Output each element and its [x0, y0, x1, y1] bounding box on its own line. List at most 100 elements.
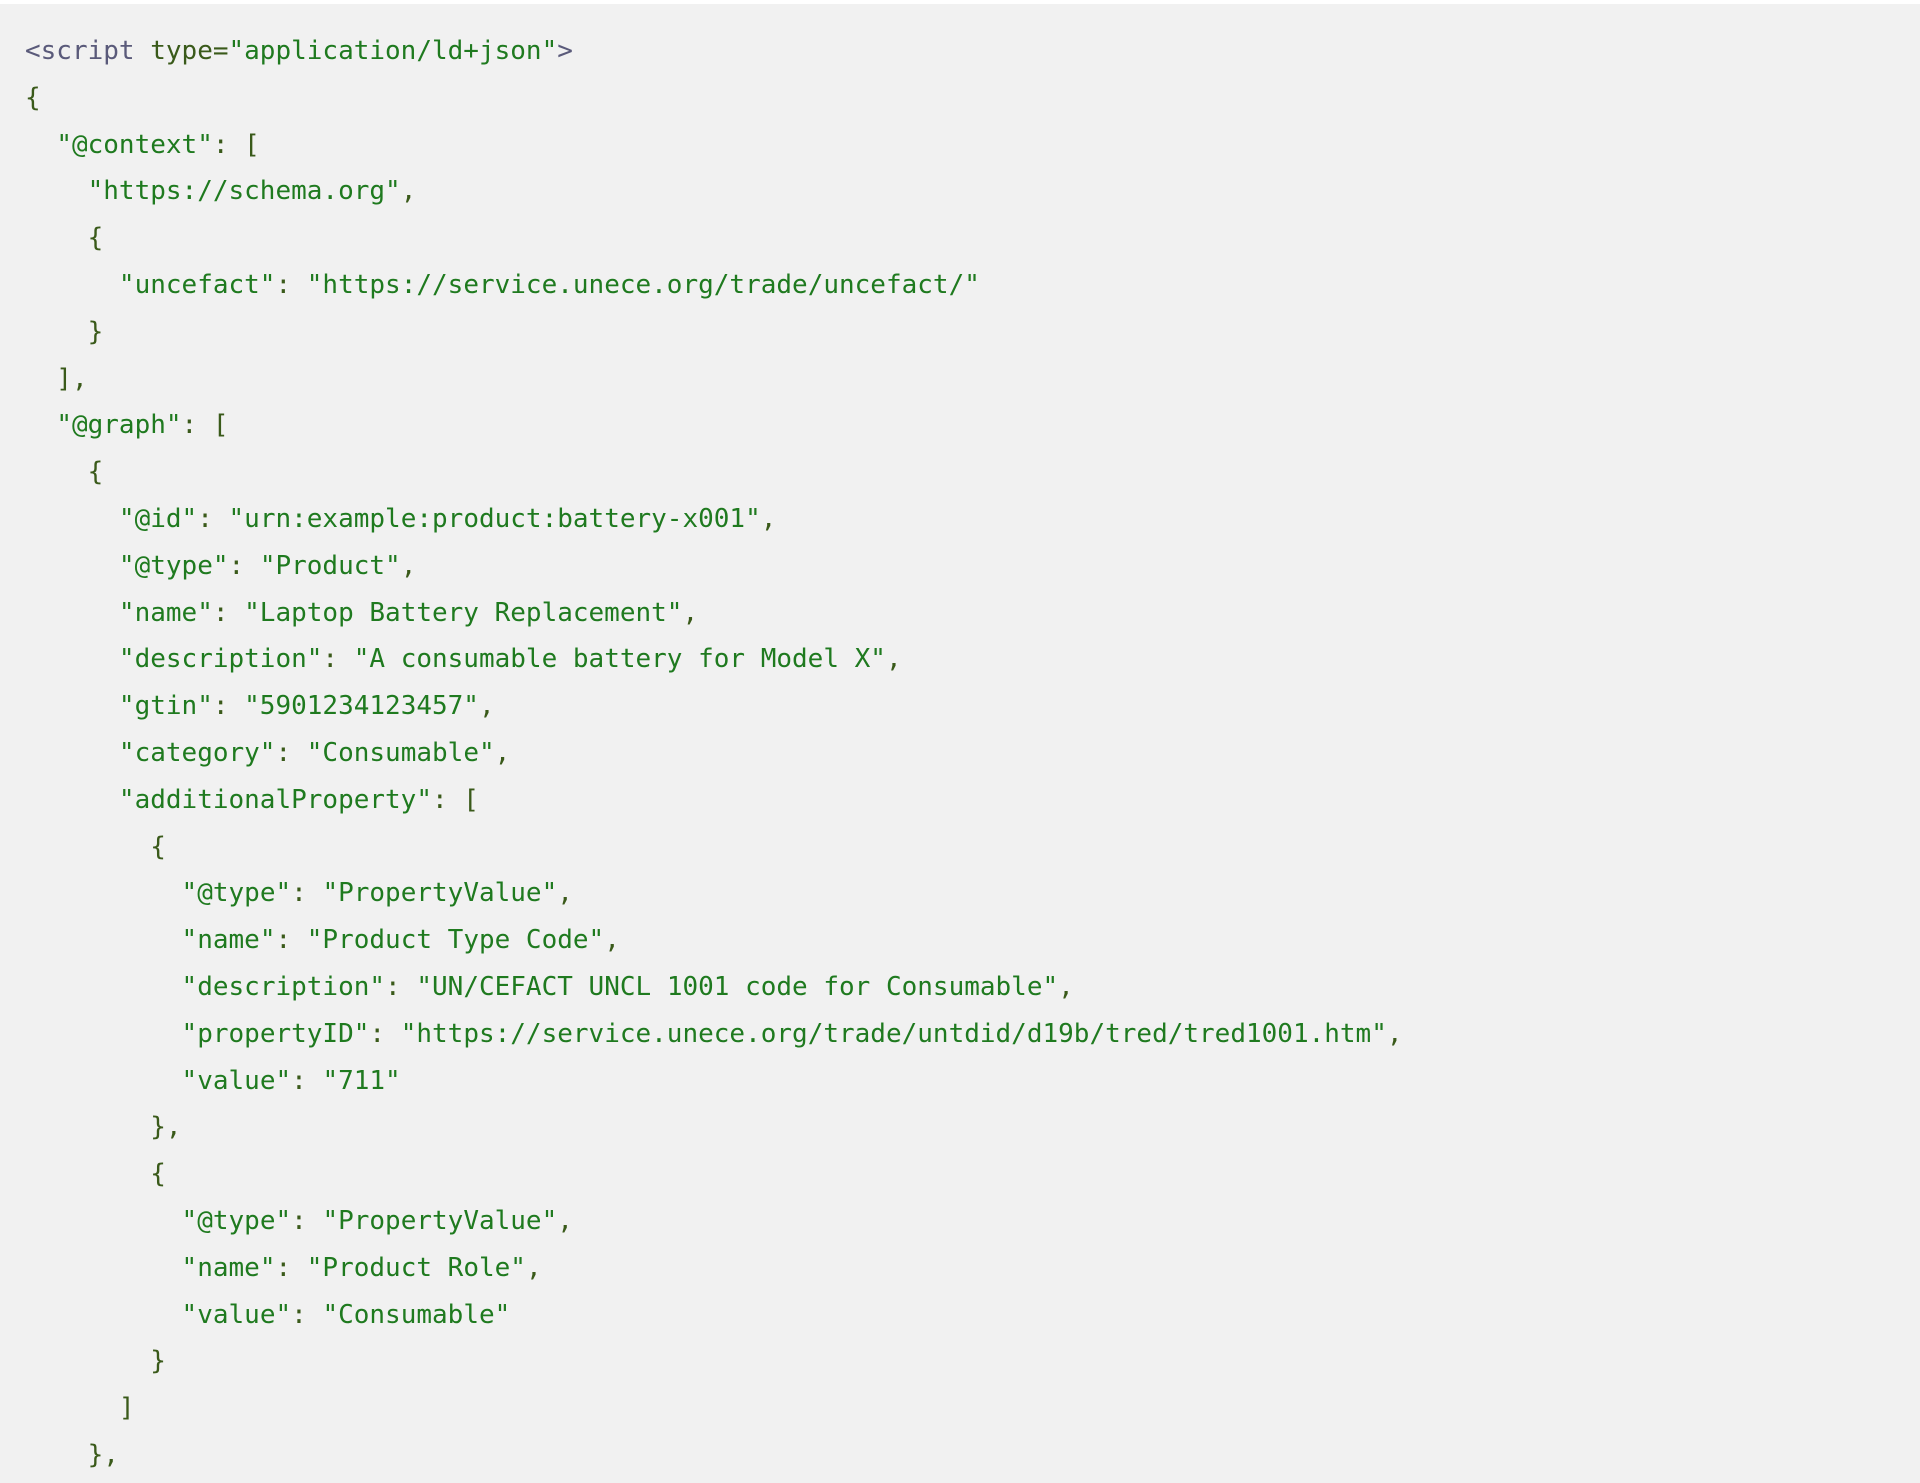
code-token-key: "name": [181, 1252, 276, 1283]
code-token-punc: [25, 972, 182, 1002]
code-token-punc: ,: [400, 176, 417, 207]
code-token-attr: type=: [134, 36, 229, 66]
code-token-tag: <script: [25, 36, 135, 66]
code-line: "@type": "Product",: [25, 543, 1920, 590]
code-line: "@context": [: [25, 122, 1920, 169]
code-token-str: "application/ld+json": [228, 36, 558, 66]
code-token-punc: :: [212, 597, 245, 628]
code-token-punc: :: [275, 269, 307, 300]
code-token-punc: {: [25, 831, 166, 862]
code-line: {: [25, 75, 1920, 122]
code-token-punc: :: [322, 644, 354, 675]
code-token-punc: ,: [885, 644, 902, 675]
code-token-punc: :: [275, 737, 307, 768]
code-token-punc: :: [275, 1252, 307, 1283]
code-line: {: [25, 215, 1920, 262]
code-token-punc: :: [369, 1018, 401, 1049]
code-token-punc: ,: [478, 691, 495, 722]
code-line: "value": "711": [25, 1058, 1920, 1105]
code-line: },: [25, 1432, 1920, 1479]
code-line: {: [25, 449, 1920, 496]
code-line: "uncefact": "https://service.unece.org/t…: [25, 262, 1920, 309]
code-token-str: "5901234123457": [244, 691, 479, 722]
code-token-punc: }: [25, 1346, 166, 1377]
code-line: {: [25, 1479, 1920, 1483]
code-token-punc: ,: [760, 503, 777, 534]
code-line: "@id": "urn:example:product:battery-x001…: [25, 496, 1920, 543]
code-line: }: [25, 309, 1920, 356]
code-token-punc: {: [25, 82, 41, 113]
code-token-punc: [25, 1019, 182, 1049]
code-token-punc: {: [25, 457, 104, 488]
code-token-key: "@type": [181, 1205, 292, 1236]
code-line: },: [25, 1104, 1920, 1151]
code-token-punc: :: [212, 691, 245, 722]
code-token-str: "urn:example:product:battery-x001": [228, 503, 761, 534]
code-token-punc: :: [385, 971, 417, 1002]
code-block: <script type="application/ld+json"> { "@c…: [0, 4, 1920, 1483]
code-token-punc: [25, 1066, 182, 1096]
code-token-punc: },: [25, 1112, 182, 1143]
code-token-punc: {: [25, 1159, 166, 1190]
code-token-punc: ,: [682, 597, 699, 628]
code-token-punc: :: [228, 550, 260, 581]
code-line: "propertyID": "https://service.unece.org…: [25, 1011, 1920, 1058]
code-token-tag: >: [557, 36, 573, 66]
code-line: ],: [25, 356, 1920, 403]
code-token-punc: :: [275, 925, 307, 956]
code-token-str: "A consumable battery for Model X": [353, 644, 886, 675]
code-line: "gtin": "5901234123457",: [25, 683, 1920, 730]
code-token-str: "https://service.unece.org/trade/untdid/…: [400, 1018, 1387, 1049]
code-token-punc: [25, 504, 119, 534]
code-token-str: "711": [322, 1065, 401, 1096]
code-token-punc: [25, 551, 119, 581]
code-token-punc: : [: [212, 129, 260, 160]
code-token-key: "value": [181, 1065, 292, 1096]
code-token-punc: :: [291, 878, 323, 909]
code-listing: <script type="application/ld+json"> { "@c…: [25, 28, 1920, 1483]
code-token-punc: [25, 130, 56, 160]
code-token-key: "description": [181, 971, 386, 1002]
code-token-key: "additionalProperty": [118, 784, 432, 815]
code-token-punc: },: [25, 1439, 119, 1470]
code-token-punc: :: [291, 1205, 323, 1236]
code-token-punc: [25, 176, 88, 206]
code-token-key: "gtin": [118, 691, 213, 722]
code-line: "description": "A consumable battery for…: [25, 636, 1920, 683]
code-token-punc: ,: [604, 925, 620, 956]
code-token-punc: ,: [494, 737, 511, 768]
code-token-str: "PropertyValue": [322, 1205, 558, 1236]
code-token-punc: [25, 925, 182, 955]
code-token-punc: ,: [1058, 971, 1074, 1002]
code-token-str: "Consumable": [322, 1299, 511, 1330]
code-token-str: "Product": [259, 550, 401, 581]
code-token-punc: [25, 878, 182, 908]
code-line: ]: [25, 1385, 1920, 1432]
code-token-punc: }: [25, 316, 104, 347]
code-token-punc: [25, 1206, 182, 1236]
code-token-key: "@graph": [56, 410, 182, 441]
code-token-punc: : [: [432, 784, 479, 815]
code-line: "name": "Product Type Code",: [25, 917, 1920, 964]
code-token-punc: [25, 738, 119, 768]
code-token-punc: [25, 691, 119, 721]
code-line: {: [25, 1151, 1920, 1198]
code-line: "@type": "PropertyValue",: [25, 1198, 1920, 1245]
code-token-punc: :: [291, 1065, 323, 1096]
code-token-punc: [25, 410, 56, 440]
code-line: "description": "UN/CEFACT UNCL 1001 code…: [25, 964, 1920, 1011]
code-line: "additionalProperty": [: [25, 777, 1920, 824]
code-token-key: "category": [118, 737, 276, 768]
code-token-punc: ]: [25, 1393, 135, 1424]
code-token-punc: [25, 644, 119, 674]
code-token-str: "Laptop Battery Replacement": [244, 597, 683, 628]
code-token-str: "PropertyValue": [322, 878, 558, 909]
code-token-punc: {: [25, 223, 104, 254]
code-token-punc: [25, 1253, 182, 1283]
code-token-punc: :: [197, 503, 229, 534]
code-token-punc: [25, 270, 119, 300]
code-token-punc: ,: [1386, 1018, 1403, 1049]
code-line: "category": "Consumable",: [25, 730, 1920, 777]
code-token-key: "value": [181, 1299, 292, 1330]
code-line: "name": "Laptop Battery Replacement",: [25, 590, 1920, 637]
